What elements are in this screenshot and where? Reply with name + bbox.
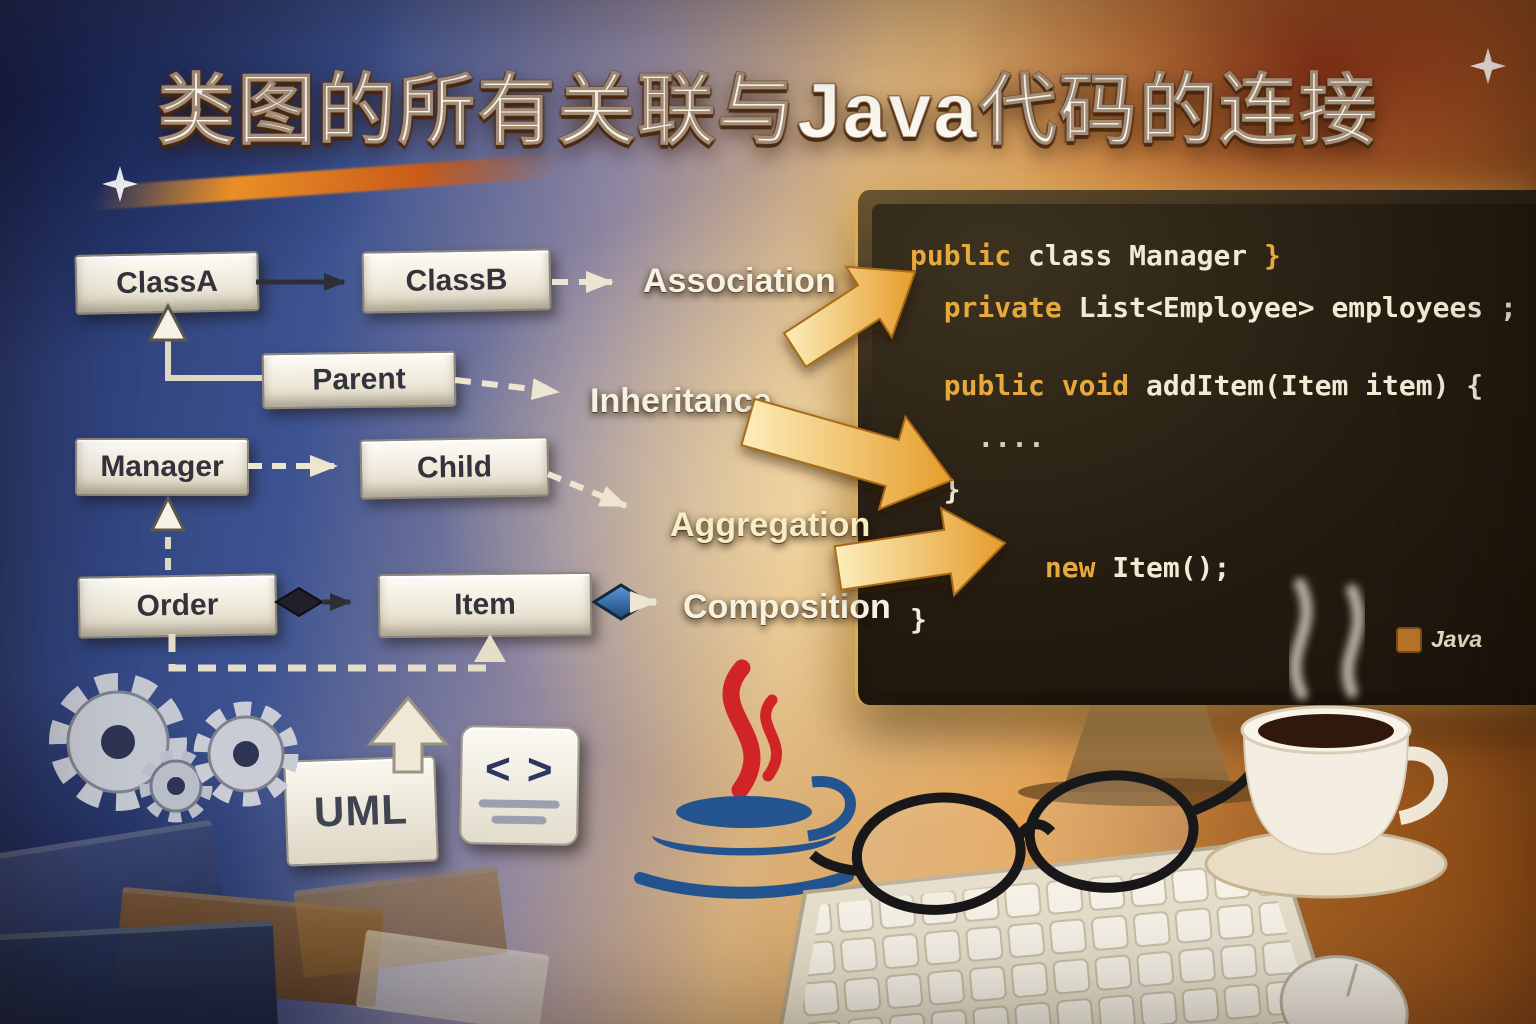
desk-slab <box>355 929 550 1024</box>
gears-icon <box>49 673 299 823</box>
java-badge-icon <box>1396 626 1422 653</box>
java-logo-icon <box>634 659 856 899</box>
java-badge: Java <box>1396 626 1482 653</box>
mouse <box>1279 955 1409 1024</box>
desk-slab <box>0 919 279 1024</box>
keyboard <box>766 838 1341 1024</box>
code-glyph: < > <box>484 743 556 795</box>
label-aggregation: Aggregation <box>670 506 871 544</box>
label-association: Association <box>643 262 836 300</box>
monitor: public class Manager } private List<Empl… <box>855 190 1536 705</box>
code-line <box>910 516 1517 542</box>
code-line: public class Manager } <box>910 239 1281 272</box>
title-underline-swoosh <box>88 153 566 211</box>
uml-class-box-classb: ClassB <box>361 248 552 314</box>
uml-class-box-classa: ClassA <box>74 251 260 315</box>
page-title: 类图的所有关联与Java代码的连接 <box>156 65 1379 155</box>
code-line <box>910 334 1517 360</box>
label-inheritance: Inheritance <box>590 382 772 420</box>
uml-class-box-child: Child <box>359 436 550 500</box>
chip-line <box>491 815 547 824</box>
code-screen: public class Manager } private List<Empl… <box>872 204 1536 691</box>
label-composition: Composition <box>683 588 891 626</box>
uml-class-box-order: Order <box>77 573 278 639</box>
uml-badge: UML <box>283 755 439 867</box>
code-line: .... <box>910 421 1045 454</box>
chip-line <box>478 798 560 809</box>
uml-class-box-item: Item <box>377 571 593 639</box>
code-line: public void addItem(Item item) { <box>943 369 1484 402</box>
uml-class-box-parent: Parent <box>261 350 457 410</box>
code-tag-icon: < > <box>458 724 581 847</box>
uml-class-box-manager: Manager <box>75 438 249 496</box>
code-line: } <box>910 473 961 506</box>
code-block: public class Manager } private List<Empl… <box>910 230 1517 646</box>
code-line: new Item(); <box>1044 551 1231 584</box>
monitor-stand-base <box>1018 778 1280 806</box>
code-line: private List<Employee> employees ; <box>943 291 1517 324</box>
java-badge-label: Java <box>1431 626 1483 652</box>
code-line: } <box>910 603 927 636</box>
